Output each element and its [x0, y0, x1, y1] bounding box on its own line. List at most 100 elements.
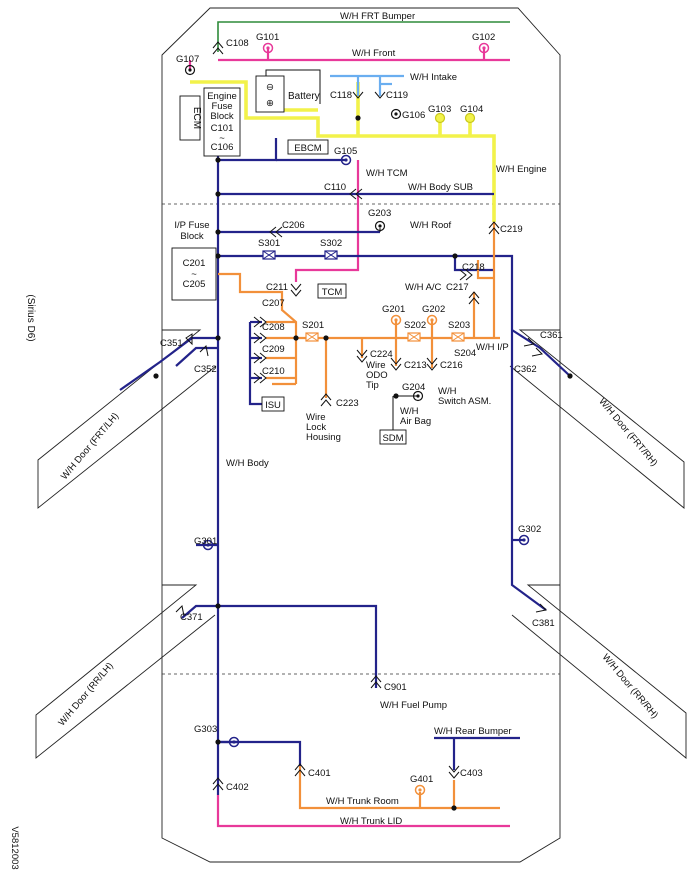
c361-icon: [523, 337, 536, 347]
label-frt-bumper: W/H FRT Bumper: [340, 11, 415, 22]
label-c217: C217: [446, 282, 469, 293]
tcm-label: TCM: [322, 287, 343, 298]
c901-icon: [370, 675, 382, 689]
c119-icon: [374, 91, 386, 99]
label-s201: S201: [302, 320, 324, 331]
g107-icon: [184, 64, 196, 76]
labels: W/H FRT Bumper W/H Front W/H Intake W/H …: [9, 11, 660, 870]
label-c108: C108: [226, 38, 249, 49]
g303-icon: [228, 736, 240, 748]
battery-plus-icon: ⊕: [266, 98, 274, 109]
c201-c205-label: C201~C205: [183, 258, 206, 290]
label-c208: C208: [262, 322, 285, 333]
page-code: V5812003: [9, 826, 20, 869]
label-c381: C381: [532, 618, 555, 629]
c362-icon: [531, 347, 544, 357]
c381-icon: [535, 603, 548, 613]
label-door-frt-rh: W/H Door (FRT/RH): [596, 396, 659, 468]
c213-icon: [390, 357, 402, 371]
g103-icon: [434, 112, 446, 124]
label-g302: G302: [518, 524, 541, 535]
label-c119: C119: [386, 90, 408, 101]
label-body-sub: W/H Body SUB: [408, 182, 473, 193]
label-c351: C351: [160, 338, 183, 349]
g203-icon: [374, 220, 386, 232]
g401-icon: [414, 784, 426, 796]
g106-icon: [390, 108, 402, 120]
s302-icon: [324, 250, 338, 260]
label-g203: G203: [368, 208, 391, 219]
label-c206: C206: [282, 220, 305, 231]
label-s203: S203: [448, 320, 470, 331]
ecm-label: ECM: [191, 107, 202, 129]
label-c209: C209: [262, 344, 285, 355]
c211-icon: [290, 283, 302, 297]
g204-icon: [412, 390, 424, 402]
label-g101: G101: [256, 32, 279, 43]
label-g303: G303: [194, 724, 217, 735]
c210-icon: [253, 372, 267, 384]
ground-symbols: [184, 42, 530, 796]
wire-ip: [218, 222, 500, 810]
c108-icon: [212, 41, 224, 55]
c402-icon: [212, 777, 224, 791]
connector-symbols: [175, 41, 548, 791]
c219-icon: [488, 221, 500, 235]
s202-icon: [407, 332, 421, 342]
label-intake: W/H Intake: [410, 72, 457, 83]
label-fuel-pump: W/H Fuel Pump: [380, 700, 447, 711]
wire-pink-group: [188, 48, 510, 828]
g202-icon: [426, 314, 438, 326]
isu-label: ISU: [265, 400, 281, 411]
label-g201: G201: [382, 304, 405, 315]
label-c219: C219: [500, 224, 523, 235]
label-g107: G107: [176, 54, 199, 65]
g302-icon: [518, 534, 530, 546]
isu-box: [261, 396, 285, 412]
wire-intake: [330, 74, 404, 96]
s201-icon: [305, 332, 319, 342]
label-door-rr-rh: W/H Door (RR/RH): [600, 652, 660, 721]
label-c218: C218: [462, 262, 485, 273]
g101-icon: [262, 42, 274, 54]
label-c224: C224: [370, 349, 393, 360]
label-s301: S301: [258, 238, 280, 249]
c352-icon: [199, 344, 209, 357]
label-c371: C371: [180, 612, 203, 623]
c110-icon: [349, 188, 363, 200]
label-rear-bumper: W/H Rear Bumper: [434, 726, 512, 737]
label-c210: C210: [262, 366, 285, 377]
c209-icon: [253, 352, 267, 364]
label-c216: C216: [440, 360, 463, 371]
c118-icon: [352, 91, 364, 99]
label-g104: G104: [460, 104, 483, 115]
c401-icon: [294, 763, 306, 777]
label-c211: C211: [266, 282, 288, 293]
label-c207: C207: [262, 298, 285, 309]
battery-minus-icon: ⊖: [266, 82, 274, 93]
label-g301: G301: [194, 536, 217, 547]
engine-fuse-block-box: [203, 87, 241, 157]
label-c402: C402: [226, 782, 249, 793]
ecm-box: [179, 95, 201, 141]
junction-dots: [153, 115, 573, 811]
label-front: W/H Front: [352, 48, 396, 59]
label-c361: C361: [540, 330, 563, 341]
c216-icon: [426, 357, 438, 371]
g301-icon: [202, 539, 214, 551]
label-c401: C401: [308, 768, 331, 779]
c101-c106-label: C101~C106: [211, 123, 234, 153]
vehicle-name: (Sirius D6): [25, 294, 36, 341]
label-g103: G103: [428, 104, 451, 115]
label-c223: C223: [336, 398, 359, 409]
label-ip: W/H I/P: [476, 342, 509, 353]
label-trunk-room: W/H Trunk Room: [326, 796, 399, 807]
label-c362: C362: [514, 364, 537, 375]
label-s202: S202: [404, 320, 426, 331]
tcm-box: [317, 283, 347, 299]
